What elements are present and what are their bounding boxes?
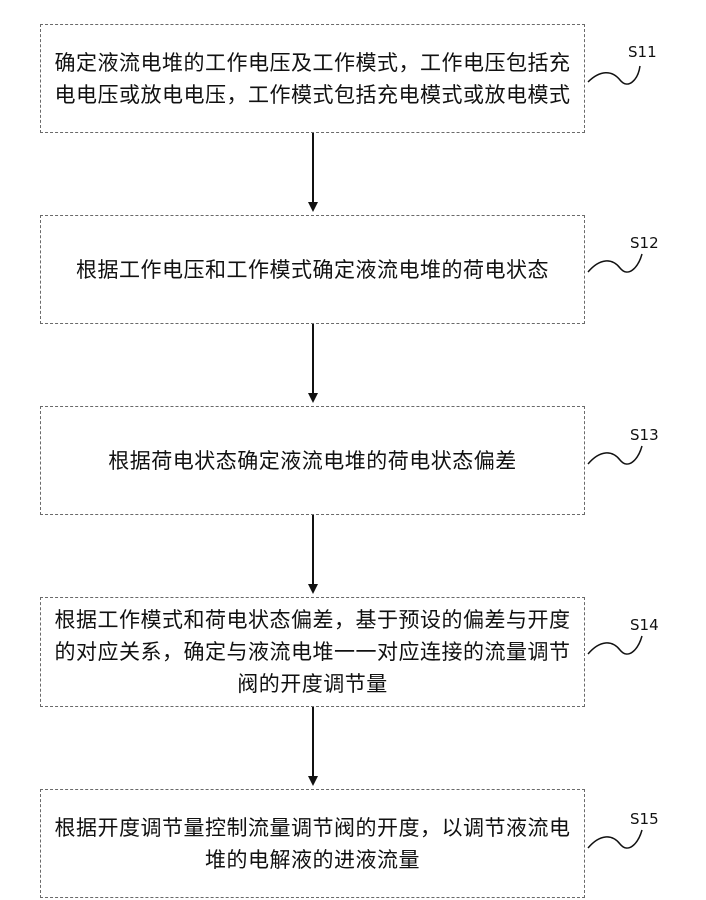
step-label-s15: S15: [630, 810, 659, 828]
leader-line-s13: [588, 446, 642, 464]
step-box-s15: 根据开度调节量控制流量调节阀的开度，以调节液流电堆的电解液的进液流量: [40, 789, 585, 898]
step-text-s11: 确定液流电堆的工作电压及工作模式，工作电压包括充电电压或放电电压，工作模式包括充…: [51, 47, 574, 111]
step-label-s13: S13: [630, 426, 659, 444]
leader-line-s14: [588, 636, 642, 654]
step-text-s14: 根据工作模式和荷电状态偏差，基于预设的偏差与开度的对应关系，确定与液流电堆一一对…: [51, 604, 574, 700]
step-label-s11: S11: [628, 43, 657, 61]
step-box-s12: 根据工作电压和工作模式确定液流电堆的荷电状态: [40, 215, 585, 324]
step-label-s14: S14: [630, 616, 659, 634]
leader-line-s15: [588, 830, 642, 848]
step-text-s13: 根据荷电状态确定液流电堆的荷电状态偏差: [108, 445, 517, 477]
step-box-s11: 确定液流电堆的工作电压及工作模式，工作电压包括充电电压或放电电压，工作模式包括充…: [40, 24, 585, 133]
step-label-s12: S12: [630, 234, 659, 252]
step-text-s15: 根据开度调节量控制流量调节阀的开度，以调节液流电堆的电解液的进液流量: [51, 812, 574, 876]
leader-line-s12: [588, 254, 642, 272]
leader-line-s11: [588, 66, 640, 84]
step-box-s14: 根据工作模式和荷电状态偏差，基于预设的偏差与开度的对应关系，确定与液流电堆一一对…: [40, 597, 585, 707]
step-box-s13: 根据荷电状态确定液流电堆的荷电状态偏差: [40, 406, 585, 515]
step-text-s12: 根据工作电压和工作模式确定液流电堆的荷电状态: [76, 254, 549, 286]
